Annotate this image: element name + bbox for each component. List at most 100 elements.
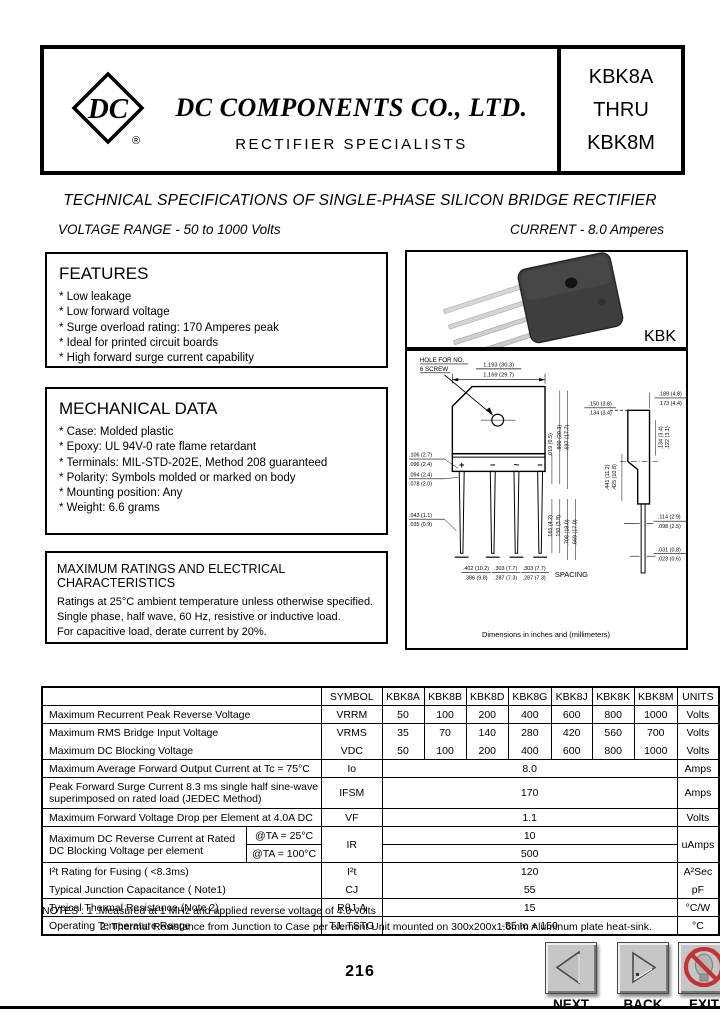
cell-value: -55 to + 150 [381,916,678,936]
row-label: Maximum DC Blocking Voltage [41,741,323,760]
col-header: KBK8B [423,686,467,706]
row-units: Volts [676,705,720,724]
cell-value: 560 [591,723,635,742]
package-photo [442,252,624,347]
company-name-block: DC COMPONENTS CO., LTD. RECTIFIER SPECIA… [146,67,557,153]
ratings-line: Single phase, half wave, 60 Hz, resistiv… [57,611,341,624]
mechanical-item: Epoxy: UL 94V-0 rate flame retardant [59,440,374,455]
cell-value: 35 [381,723,425,742]
notes-line-2: 2. Thermal Resistance from Junction to C… [100,921,652,933]
mechanical-item: Terminals: MIL-STD-202E, Method 208 guar… [59,456,374,471]
table-row: Maximum Average Forward Output Current a… [41,759,720,778]
col-header: KBK8D [465,686,509,706]
dim-spacing: .287 (7.3) [494,575,517,581]
notes-line-1: NOTES : 1 .Measured at 1 MHz and applied… [42,905,376,917]
max-ratings-box: MAXIMUM RATINGS AND ELECTRICAL CHARACTER… [45,551,388,644]
dim-width-top: 1.193 (30.3) [483,362,514,368]
row-label: Maximum Average Forward Output Current a… [41,759,323,778]
table-row: @TA = 100°C 500 [42,844,719,863]
exit-button-label[interactable]: EXIT [688,997,719,1012]
table-header-row: SYMBOL KBK8A KBK8B KBK8D KBK8G KBK8J KBK… [41,686,720,706]
header-left: DC ® DC COMPONENTS CO., LTD. RECTIFIER S… [44,49,557,171]
dimension-diagram: HOLE FOR NO. 6 SCREW 1.193 (30.3) 1.169 … [408,357,686,639]
row-units: Volts [676,808,720,827]
company-logo: DC ® [70,70,146,151]
cell-value: 200 [465,741,509,760]
next-button-label[interactable]: NEXT [552,997,589,1012]
dim-side: .134 (3.4) [589,411,612,417]
cell-value: 1000 [633,705,678,724]
dim-rotated: .708 (18.0) [565,519,571,545]
dim-lead-side: .114 (2.9) [658,515,681,521]
prev-triangle-icon [555,950,580,985]
cell-value: 70 [423,723,467,742]
cell-value: 120 [381,862,678,881]
ratings-line: For capacitive load, derate current by 2… [57,626,267,639]
cell-value: 50 [381,705,425,724]
table-row: I²t Rating for Fusing ( <8.3ms) I²t 120 … [41,862,720,881]
mechanical-data-box: MECHANICAL DATA Case: Molded plastic Epo… [45,387,388,535]
ratings-line: Ratings at 25°C ambient temperature unle… [57,596,374,608]
features-box: FEATURES Low leakage Low forward voltage… [45,252,388,368]
col-header: SYMBOL [321,686,383,706]
feature-item: High forward surge current capability [59,351,374,366]
bottom-scan-bar [0,1006,720,1009]
exit-button[interactable] [678,942,720,994]
cell-value: 10 [381,826,678,845]
polarity-ac: ~ [514,460,520,470]
package-name-label: KBK [643,328,676,345]
part-number-thru: THRU [593,98,649,121]
hole-callout: 6 SCREW [420,366,448,373]
cell-value: 1.1 [381,808,678,827]
polarity-minus: − [537,460,543,470]
row-label: Typical Junction Capacitance ( Note1) [41,880,323,899]
ratings-heading: MAXIMUM RATINGS AND ELECTRICAL CHARACTER… [57,562,285,590]
part-number-box: KBK8A THRU KBK8M [557,49,681,171]
row-units: Amps [676,759,720,778]
current-rating: CURRENT - 8.0 Amperes [509,222,664,237]
dim-rotated: .800 (20.3) [557,425,563,451]
dim-spacing: .287 (7.3) [523,575,546,581]
cell-value: 800 [591,741,635,760]
cell-value: 140 [465,723,509,742]
next-button[interactable] [545,942,597,994]
table-row: Typical Junction Capacitance ( Note1) CJ… [41,880,720,899]
back-button-label[interactable]: BACK [623,997,663,1012]
package-photo-box: KBK [405,250,688,349]
package-body [517,252,624,344]
next-triangle-icon [632,951,657,984]
dim-lead: .094 (2.4) [409,472,432,478]
registered-mark: ® [132,135,140,146]
dim-rotated: .150 (3.8) [556,515,562,538]
dim-rotated: .669 (17.0) [573,519,579,545]
row-label: Maximum Forward Voltage Drop per Element… [41,808,323,827]
col-header: KBK8J [550,686,593,706]
cell-value: 600 [550,741,593,760]
dim-spacing: .303 (7.7) [523,566,546,572]
part-number-first: KBK8A [588,65,654,88]
mechanical-item: Mounting position: Any [59,486,374,501]
feature-item: Surge overload rating: 170 Amperes peak [59,321,374,336]
row-symbol: IFSM [321,777,383,809]
company-tagline: RECTIFIER SPECIALISTS [235,136,468,153]
cell-value: 50 [381,741,425,760]
row-label: Peak Forward Surge Current 8.3 ms single… [41,777,323,809]
back-button[interactable] [617,942,669,994]
table-row: Typical Thermal Resistance (Note 2) RθJ-… [41,898,720,917]
cell-value: 100 [423,705,467,724]
voltage-range: VOLTAGE RANGE - 50 to 1000 Volts [58,222,281,237]
logo-monogram: DC [87,93,129,125]
dim-lead: .106 (2.7) [409,453,432,459]
dim-spacing: .402 (10.2) [463,566,489,572]
dim-lead-tip: .035 (0.9) [409,522,432,528]
table-row: Maximum Recurrent Peak Reverse Voltage V… [41,705,720,724]
row-units: A²Sec [676,862,720,881]
row-units: uAmps [676,826,720,863]
dim-spacing: .303 (7.7) [494,566,517,572]
cell-value: 400 [507,741,552,760]
dim-lead-side: .023 (0.6) [658,557,681,563]
company-name: DC COMPONENTS CO., LTD. [175,93,528,122]
dimension-diagram-box: HOLE FOR NO. 6 SCREW 1.193 (30.3) 1.169 … [405,349,688,650]
cell-value: 400 [507,705,552,724]
